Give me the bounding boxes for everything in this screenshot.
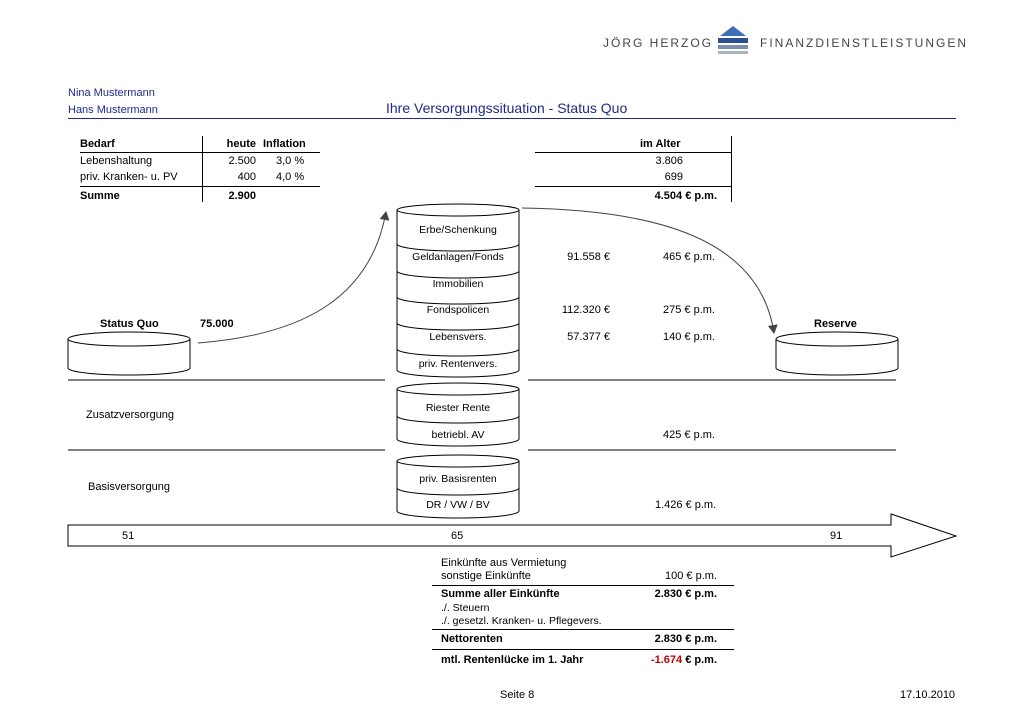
- summe-value: 2.830 € p.m.: [654, 588, 717, 600]
- luecke-unit: € p.m.: [682, 654, 717, 666]
- stack-item: Erbe/Schenkung: [419, 224, 497, 236]
- stack-item: Fondspolicen: [426, 304, 490, 316]
- row-heute: 2.500: [228, 155, 256, 167]
- fonds-kapital: 112.320 €: [561, 304, 610, 316]
- summe-label: Summe aller Einkünfte: [441, 588, 560, 600]
- summary-rule-3: [432, 649, 734, 650]
- stack-item: priv. Basisrenten: [419, 473, 497, 485]
- bedarf-col-divider: [202, 136, 203, 202]
- row-label: priv. Kranken- u. PV: [80, 171, 178, 183]
- heute-header: heute: [226, 138, 256, 150]
- bedarf-rule-top: [80, 152, 320, 153]
- client-name-2: Hans Mustermann: [68, 104, 158, 116]
- company-logo-icon: [718, 26, 748, 54]
- netto-label: Nettorenten: [441, 633, 503, 645]
- brand-right: FINANZDIENSTLEISTUNGEN: [760, 36, 969, 50]
- row-inflation: 4,0 %: [276, 171, 305, 183]
- inflation-header: Inflation: [263, 138, 306, 150]
- basis-rente: 1.426 € p.m.: [655, 499, 717, 511]
- bedarf-rule-sum: [80, 186, 320, 187]
- zusatz-rente: 425 € p.m.: [663, 429, 715, 441]
- sonstige-value: 100 € p.m.: [665, 570, 717, 582]
- zusatz-label: Zusatzversorgung: [86, 409, 175, 421]
- row-alter: 3.806: [655, 155, 683, 167]
- summary-rule-2: [432, 629, 734, 630]
- row-heute: 400: [237, 171, 256, 183]
- age-start: 51: [122, 530, 135, 542]
- status-quo-value: 75.000: [200, 318, 234, 330]
- vermietung-label: Einkünfte aus Vermietung: [441, 557, 567, 569]
- reserve-label: Reserve: [814, 318, 857, 330]
- alter-rule-top: [535, 152, 731, 153]
- sonstige-label: sonstige Einkünfte: [441, 570, 531, 582]
- basis-label: Basisversorgung: [88, 481, 170, 493]
- fonds-rente: 275 € p.m.: [663, 304, 715, 316]
- row-alter: 699: [664, 171, 683, 183]
- alter-rule-sum: [535, 186, 731, 187]
- stack-item: DR / VW / BV: [426, 499, 490, 511]
- supplementary-stack: [396, 382, 520, 447]
- stack-item: Riester Rente: [425, 402, 491, 414]
- geld-kapital: 91.558 €: [567, 251, 610, 263]
- client-name-1: Nina Mustermann: [68, 87, 155, 99]
- stack-item: betriebl. AV: [431, 429, 485, 441]
- summary-rule-1: [432, 585, 734, 586]
- arrow-to-stack: [197, 211, 390, 344]
- leben-kapital: 57.377 €: [567, 331, 610, 343]
- age-retire: 65: [451, 530, 464, 542]
- reserve-cylinder: [775, 331, 899, 376]
- basic-stack: [396, 454, 520, 519]
- stack-item: Geldanlagen/Fonds: [412, 251, 504, 263]
- luecke-value: -1.674 € p.m.: [600, 654, 717, 666]
- sum-alter: 4.504 € p.m.: [654, 190, 717, 202]
- bedarf-header: Bedarf: [80, 138, 115, 150]
- luecke-number: -1.674: [650, 654, 683, 666]
- kv-label: ./. gesetzl. Kranken- u. Pflegevers.: [441, 615, 602, 627]
- brand-left: JÖRG HERZOG: [603, 36, 714, 50]
- netto-value: 2.830 € p.m.: [654, 633, 717, 645]
- footer-date: 17.10.2010: [900, 689, 956, 701]
- sum-heute: 2.900: [228, 190, 256, 202]
- leben-rente: 140 € p.m.: [663, 331, 715, 343]
- luecke-label: mtl. Rentenlücke im 1. Jahr: [441, 654, 584, 666]
- stack-item: Immobilien: [432, 278, 484, 290]
- stack-item: priv. Rentenvers.: [418, 358, 498, 370]
- title-rule: [68, 118, 956, 119]
- private-savings-stack: [396, 203, 520, 378]
- status-quo-label: Status Quo: [100, 318, 159, 330]
- geld-rente: 465 € p.m.: [663, 251, 715, 263]
- row-inflation: 3,0 %: [276, 155, 305, 167]
- sum-label: Summe: [80, 190, 120, 202]
- stack-item: Lebensvers.: [429, 331, 487, 343]
- row-label: Lebenshaltung: [80, 155, 153, 167]
- alter-header: im Alter: [640, 138, 681, 150]
- status-quo-cylinder: [67, 331, 191, 376]
- alter-col-divider: [731, 136, 732, 202]
- steuern-label: ./. Steuern: [441, 602, 490, 614]
- page-number: Seite 8: [500, 689, 535, 701]
- age-end: 91: [830, 530, 843, 542]
- timeline-arrow: [67, 513, 958, 558]
- page-title: Ihre Versorgungssituation - Status Quo: [386, 100, 628, 116]
- arrow-to-reserve: [521, 207, 778, 334]
